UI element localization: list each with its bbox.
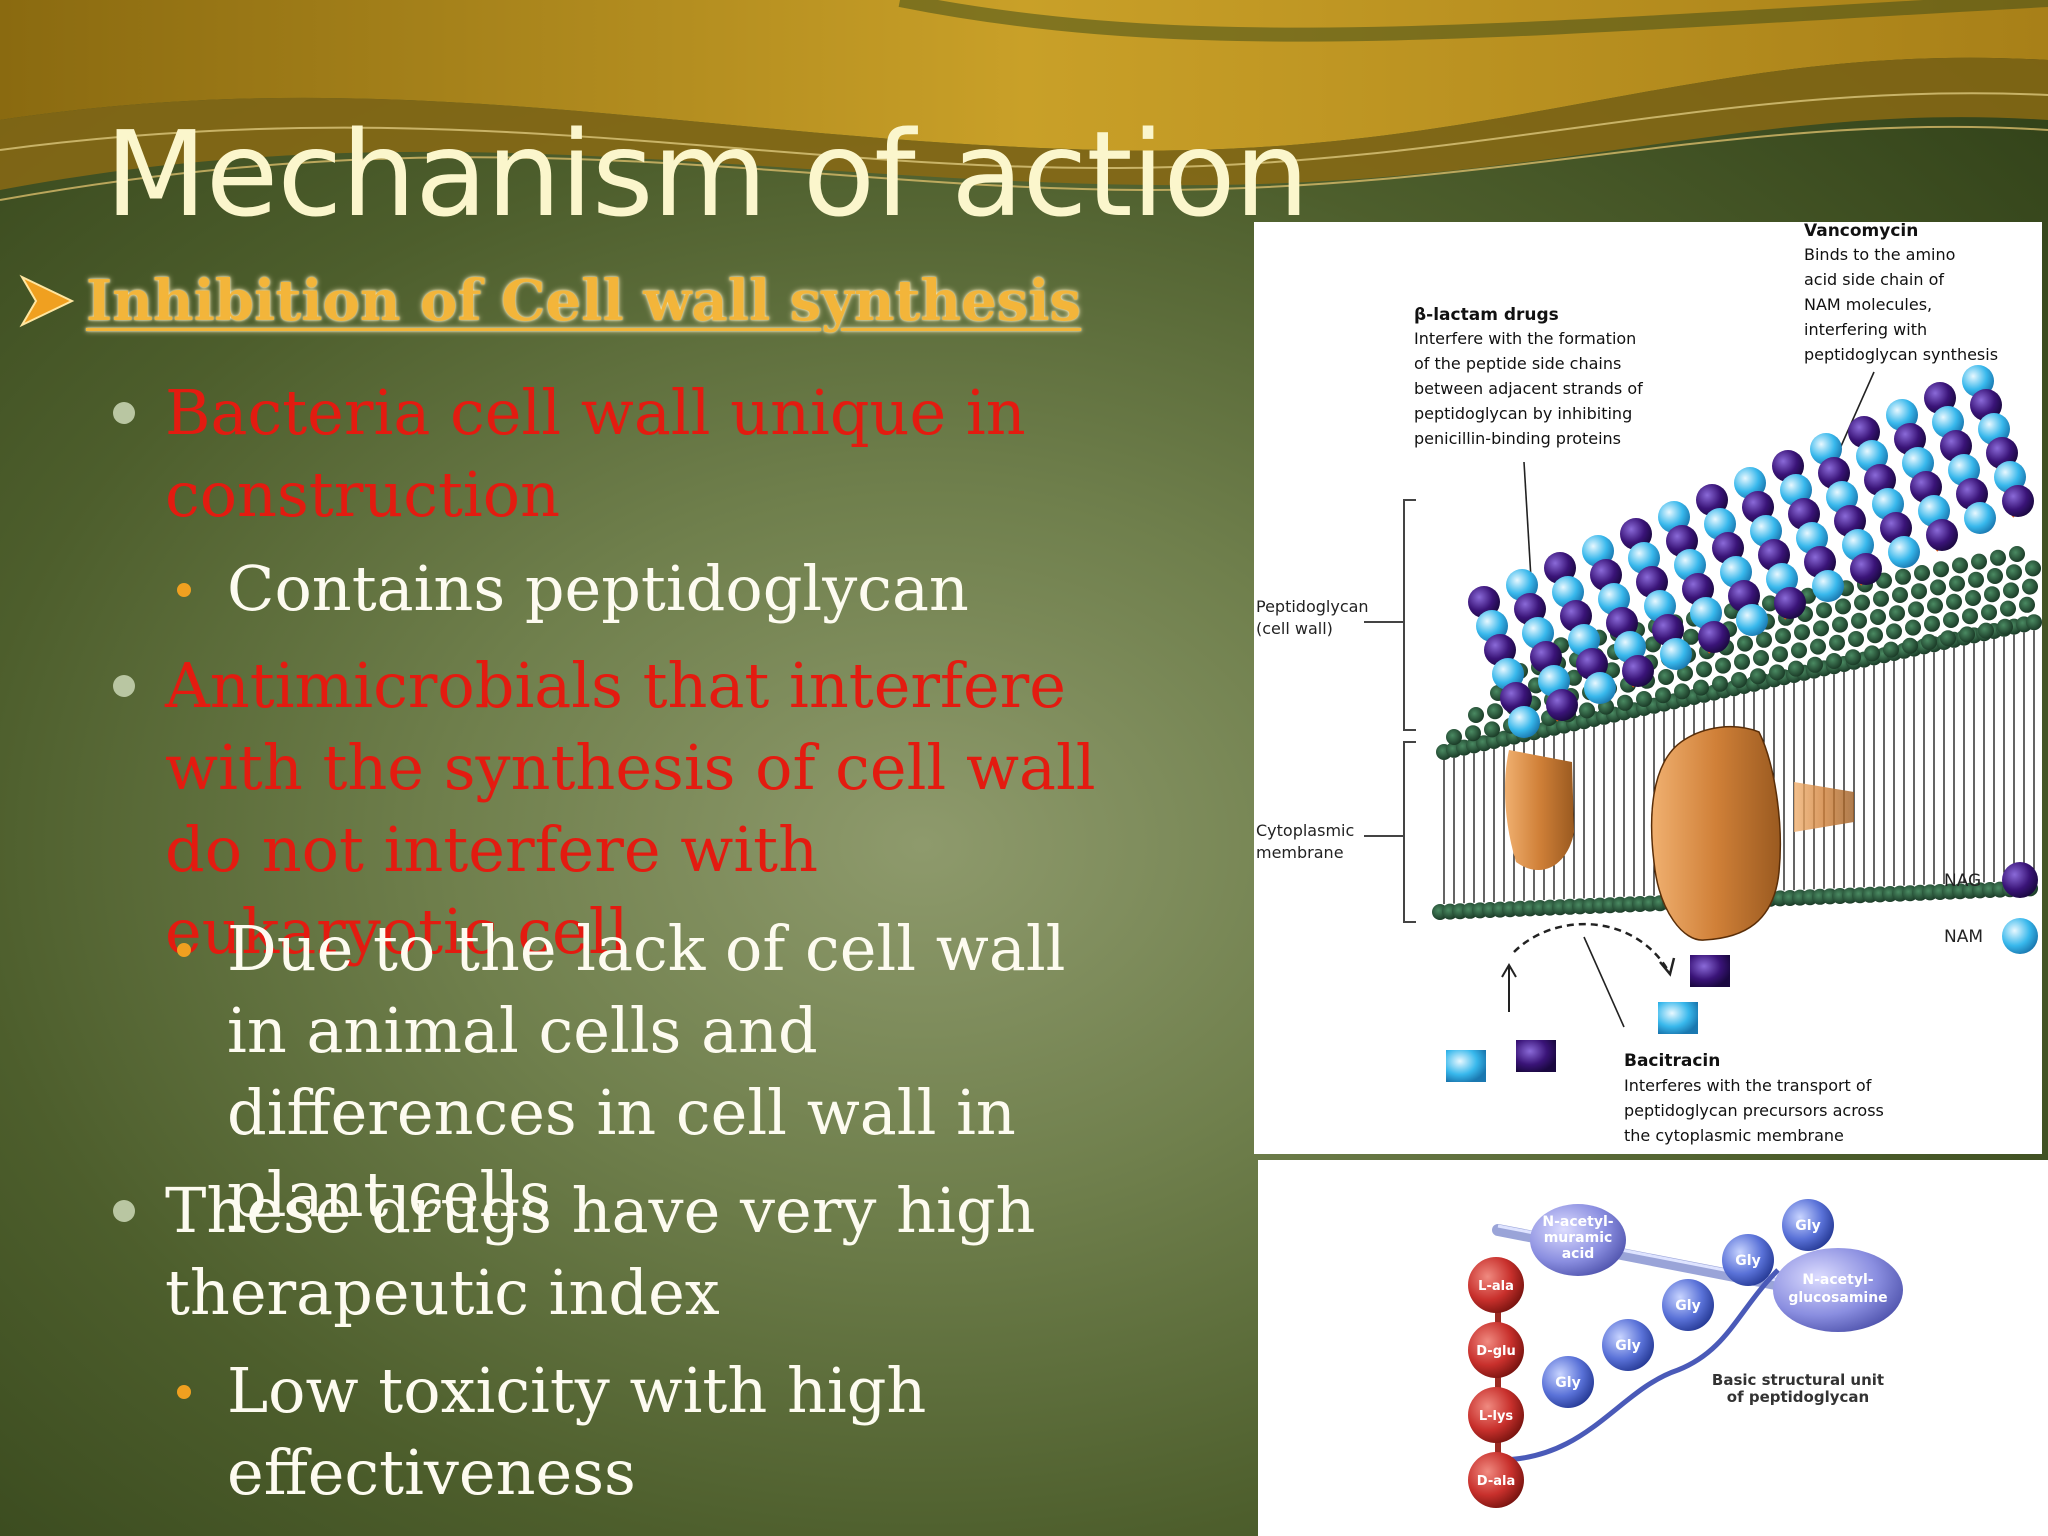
sub-bullet-text: Due to the lack of cell wall in animal c… <box>227 912 1066 1231</box>
svg-text:N-acetyl-: N-acetyl- <box>1542 1214 1613 1230</box>
nag-precursor-square <box>1516 1040 1556 1072</box>
blactam-line: peptidoglycan by inhibiting <box>1414 404 1632 423</box>
bacitracin-line: peptidoglycan precursors across <box>1624 1101 1884 1120</box>
header-swoosh-decoration <box>0 0 2048 201</box>
bullet-dot <box>113 402 135 424</box>
nam-precursor-square <box>1446 1050 1486 1082</box>
nag-legend-circle <box>2002 862 2038 898</box>
bullet-item: Antimicrobials that interfere with the s… <box>113 645 1145 973</box>
membrane-protein <box>1504 726 1854 941</box>
bullet-text: Antimicrobials that interfere with the s… <box>165 649 1096 968</box>
bullet-text: These drugs have very high therapeutic i… <box>165 1174 1036 1329</box>
bullet-item: Bacteria cell wall unique in constructio… <box>113 372 1145 536</box>
blactam-line: Interfere with the formation <box>1414 329 1636 348</box>
peptidoglycan-label: (cell wall) <box>1256 619 1333 638</box>
svg-text:muramic: muramic <box>1544 1230 1613 1246</box>
vancomycin-line: NAM molecules, <box>1804 295 1932 314</box>
slide-title: Mechanism of action <box>105 105 1309 243</box>
vancomycin-line: acid side chain of <box>1804 270 1944 289</box>
sub-bullet-dot <box>177 943 191 957</box>
svg-text:Gly: Gly <box>1675 1298 1700 1314</box>
section-heading: Inhibition of Cell wall synthesis <box>18 268 1081 334</box>
sub-bullet-item: Due to the lack of cell wall in animal c… <box>177 908 1127 1236</box>
bullet-dot <box>113 1200 135 1222</box>
structural-unit-caption: Basic structural unit <box>1712 1371 1884 1389</box>
cell-wall-diagram: Vancomycin Binds to the amino acid side … <box>1254 222 2042 1154</box>
bacitracin-line: the cytoplasmic membrane <box>1624 1126 1844 1145</box>
sub-bullet-item: Low toxicity with high effectiveness <box>177 1350 927 1514</box>
svg-text:N-acetyl-: N-acetyl- <box>1802 1272 1873 1288</box>
vancomycin-line: Binds to the amino <box>1804 245 1955 264</box>
bullet-item: These drugs have very high therapeutic i… <box>113 1170 1145 1334</box>
svg-text:D-glu: D-glu <box>1476 1344 1515 1359</box>
arrow-bullet-icon <box>19 274 75 328</box>
svg-text:glucosamine: glucosamine <box>1788 1290 1887 1306</box>
svg-text:Gly: Gly <box>1555 1375 1580 1391</box>
section-heading-text: Inhibition of Cell wall synthesis <box>86 268 1082 334</box>
nam-sugar: N-acetyl- muramic acid <box>1530 1204 1626 1276</box>
vancomycin-line: peptidoglycan synthesis <box>1804 345 1998 364</box>
structural-unit-caption: of peptidoglycan <box>1727 1388 1869 1406</box>
transport-arrow <box>1513 922 1671 973</box>
amino-acid-chain: L-ala D-glu L-lys D-ala <box>1468 1257 1524 1508</box>
nag-precursor-square <box>1690 955 1730 987</box>
peptidoglycan-unit-diagram: N-acetyl- muramic acid N-acetyl- glucosa… <box>1258 1160 2048 1536</box>
vancomycin-title: Vancomycin <box>1804 222 1918 241</box>
blactam-line: penicillin-binding proteins <box>1414 429 1621 448</box>
bullet-dot <box>113 675 135 697</box>
nag-legend-label: NAG <box>1944 871 1981 891</box>
sub-bullet-dot <box>177 1385 191 1399</box>
sub-bullet-text: Contains peptidoglycan <box>227 552 969 625</box>
bacitracin-title: Bacitracin <box>1624 1051 1720 1071</box>
peptidoglycan-strands <box>1468 365 2034 738</box>
svg-text:Gly: Gly <box>1795 1218 1820 1234</box>
svg-text:Gly: Gly <box>1615 1338 1640 1354</box>
bacitracin-line: Interferes with the transport of <box>1624 1076 1872 1095</box>
nam-legend-circle <box>2002 918 2038 954</box>
peptidoglycan-bracket <box>1364 499 1416 923</box>
blactam-line: between adjacent strands of <box>1414 379 1643 398</box>
sub-bullet-dot <box>177 583 191 597</box>
svg-text:Gly: Gly <box>1735 1253 1760 1269</box>
vancomycin-line: interfering with <box>1804 320 1927 339</box>
nam-precursor-square <box>1658 1002 1698 1034</box>
membrane-label: Cytoplasmic <box>1256 821 1354 840</box>
blactam-title: β-lactam drugs <box>1414 305 1559 325</box>
svg-text:D-ala: D-ala <box>1477 1474 1515 1489</box>
glycine-bridge: Gly Gly Gly Gly Gly <box>1542 1199 1834 1408</box>
svg-text:L-ala: L-ala <box>1478 1279 1514 1294</box>
nam-legend-label: NAM <box>1944 927 1983 947</box>
bullet-text: Bacteria cell wall unique in constructio… <box>165 376 1026 531</box>
nag-sugar: N-acetyl- glucosamine <box>1773 1248 1903 1332</box>
svg-text:L-lys: L-lys <box>1479 1409 1514 1424</box>
peptidoglycan-label: Peptidoglycan <box>1256 597 1369 616</box>
sub-bullet-text: Low toxicity with high effectiveness <box>227 1354 927 1509</box>
blactam-line: of the peptide side chains <box>1414 354 1621 373</box>
sub-bullet-item: Contains peptidoglycan <box>177 548 1167 630</box>
svg-text:acid: acid <box>1562 1246 1595 1262</box>
membrane-label: membrane <box>1256 843 1344 862</box>
